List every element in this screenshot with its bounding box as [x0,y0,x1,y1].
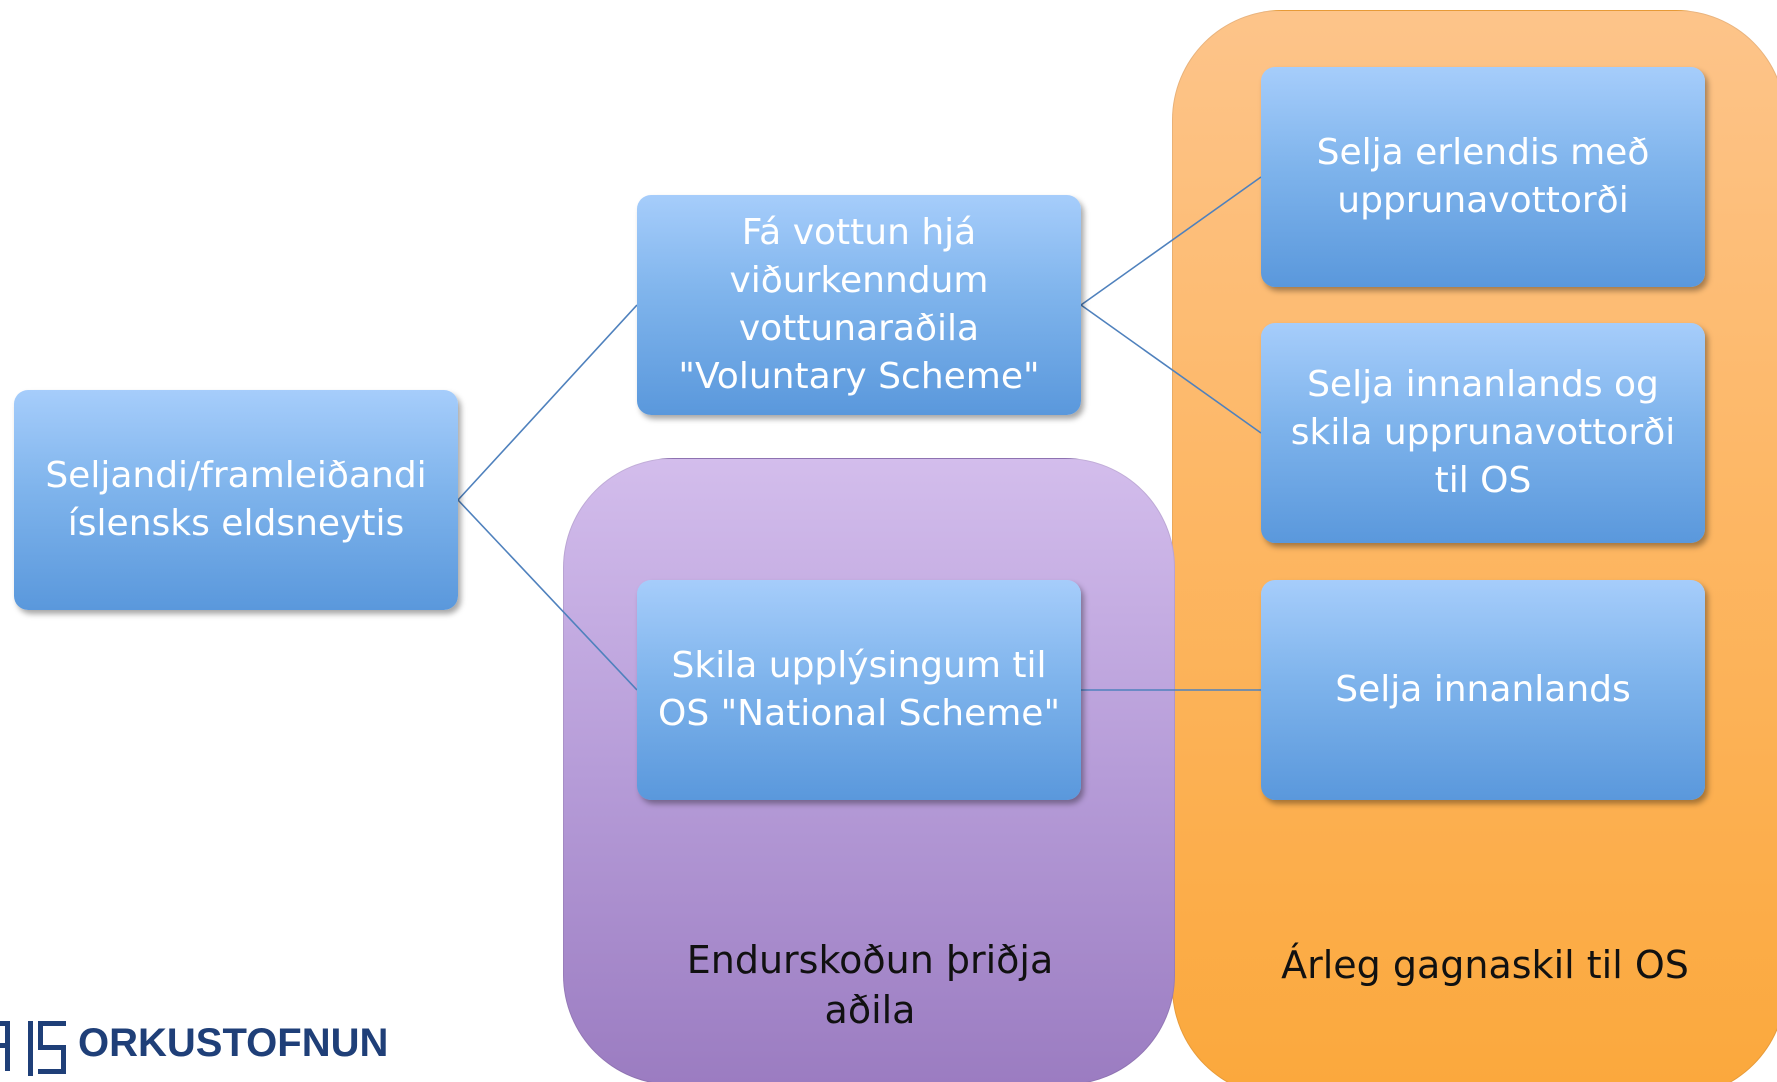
node-sell-domestic-return-certificate: Selja innanlands og skila upprunavottorð… [1261,323,1705,543]
node-voluntary-scheme: Fá vottun hjá viðurkenndum vottunaraðila… [637,195,1081,415]
connector-voluntary-sell-domestic-return [1080,304,1262,434]
node-sell-abroad: Selja erlendis með upprunavottorði [1261,67,1705,287]
node-sell-domestic: Selja innanlands [1261,580,1705,800]
node-seller-producer: Seljandi/framleiðandi íslensks eldsneyti… [14,390,458,610]
node-sell-domestic-label: Selja innanlands [1335,669,1631,710]
node-sell-abroad-label: Selja erlendis með upprunavottorði [1316,132,1650,221]
node-voluntary-scheme-label: Fá vottun hjá viðurkenndum vottunaraðila… [678,212,1040,397]
annual-reporting-label: Árleg gagnaskil til OS [1281,943,1689,987]
third-party-audit-label: Endurskoðun þriðja aðila [686,938,1054,1032]
connector-voluntary-sell-abroad [1080,176,1262,306]
node-national-scheme-label: Skila upplýsingum til OS "National Schem… [657,645,1061,734]
node-seller-producer-label: Seljandi/framleiðandi íslensks eldsneyti… [45,455,427,544]
node-sell-domestic-return-certificate-label: Selja innanlands og skila upprunavottorð… [1290,364,1676,501]
node-national-scheme: Skila upplýsingum til OS "National Schem… [637,580,1081,800]
connector-source-voluntary [457,304,638,501]
orkustofnun-logo-icon [0,1021,66,1076]
connector-source-national [457,499,638,691]
orkustofnun-logo-text: ORKUSTOFNUN [78,1021,389,1065]
